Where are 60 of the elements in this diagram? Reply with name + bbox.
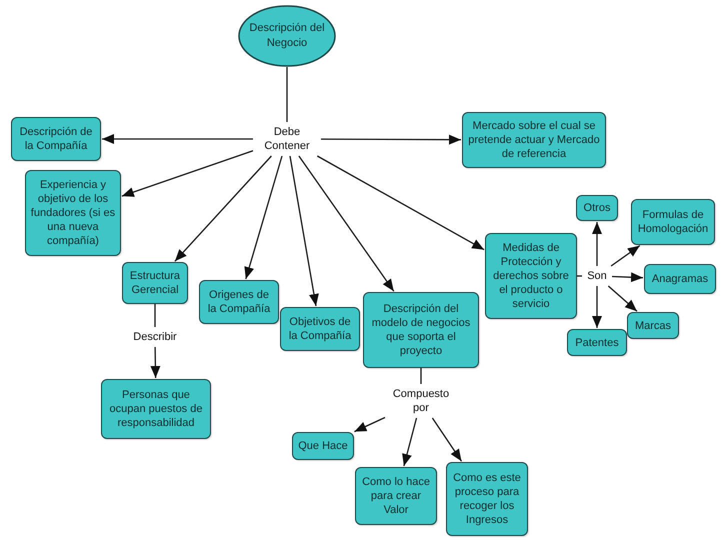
arrow	[174, 156, 272, 262]
arrow	[354, 416, 386, 432]
arrow	[592, 222, 602, 266]
arrow	[122, 150, 254, 197]
concept-box	[292, 432, 354, 460]
arrow	[102, 134, 253, 144]
concept-text: Patentes	[575, 336, 619, 350]
concept-box	[631, 199, 715, 245]
concept-text: Otros	[584, 201, 610, 215]
arrow	[321, 134, 461, 145]
concept-box	[627, 312, 679, 339]
concept-box	[485, 233, 577, 319]
arrow	[244, 156, 283, 280]
concept-box	[199, 280, 279, 324]
connector-line	[286, 67, 288, 122]
concept-box	[446, 462, 528, 536]
concept-text: Medidas de Protección y derechos sobre el producto o servicio	[492, 241, 570, 311]
arrow	[402, 418, 418, 466]
concept-box	[25, 170, 121, 256]
arrow	[150, 346, 160, 378]
concept-text: Personas que ocupan puestos de responsabilidad	[108, 388, 204, 430]
concept-box	[644, 264, 716, 294]
concept-text: Como es este proceso para recoger los Ingresos	[452, 471, 522, 527]
connector-line	[420, 368, 422, 384]
concept-box	[355, 467, 437, 525]
concept-box	[11, 117, 101, 161]
linking-phrase: Son	[584, 268, 610, 284]
concept-ellipse	[238, 5, 336, 67]
concept-text: Mercado sobre el cual se pretende actuar y Mercado de referencia	[467, 119, 601, 161]
arrow	[298, 156, 394, 292]
linking-phrase: Compuesto por	[387, 386, 455, 416]
concept-box	[567, 329, 627, 356]
concept-text: Anagramas	[652, 272, 708, 286]
concept-box	[280, 307, 360, 351]
concept-text: Descripción del Negocio	[248, 21, 326, 51]
arrow	[608, 286, 638, 312]
concept-text: Descripción del modelo de negocios que soporta el proyecto	[370, 302, 472, 358]
concept-box	[101, 379, 211, 439]
concept-box	[576, 195, 618, 221]
arrow	[432, 418, 462, 462]
arrow	[610, 245, 640, 267]
linking-phrase: Describir	[127, 329, 183, 345]
arrow	[592, 286, 602, 328]
concept-text: Experiencia y objetivo de los fundadores (si es una nueva compañía)	[30, 178, 116, 248]
linking-phrase: Debe Contener	[255, 124, 319, 154]
concept-text: Objetivos de la Compañía	[288, 315, 352, 343]
concept-text: Como lo hace para crear Valor	[361, 475, 431, 517]
concept-text: Marcas	[634, 318, 672, 332]
concept-box	[122, 262, 188, 304]
concept-text: Formulas de Homologación	[636, 208, 710, 236]
arrow	[289, 156, 319, 306]
concept-text: Origenes de la Compañía	[206, 288, 272, 316]
concept-text: Que Hace	[298, 439, 348, 453]
concept-text: Estructura Gerencial	[128, 269, 182, 297]
concept-text: Descripción de la Compañía	[18, 125, 94, 153]
connector-line	[154, 304, 156, 327]
arrow	[316, 155, 484, 250]
concept-box	[363, 292, 479, 368]
concept-box	[462, 112, 606, 168]
arrow	[612, 272, 644, 282]
